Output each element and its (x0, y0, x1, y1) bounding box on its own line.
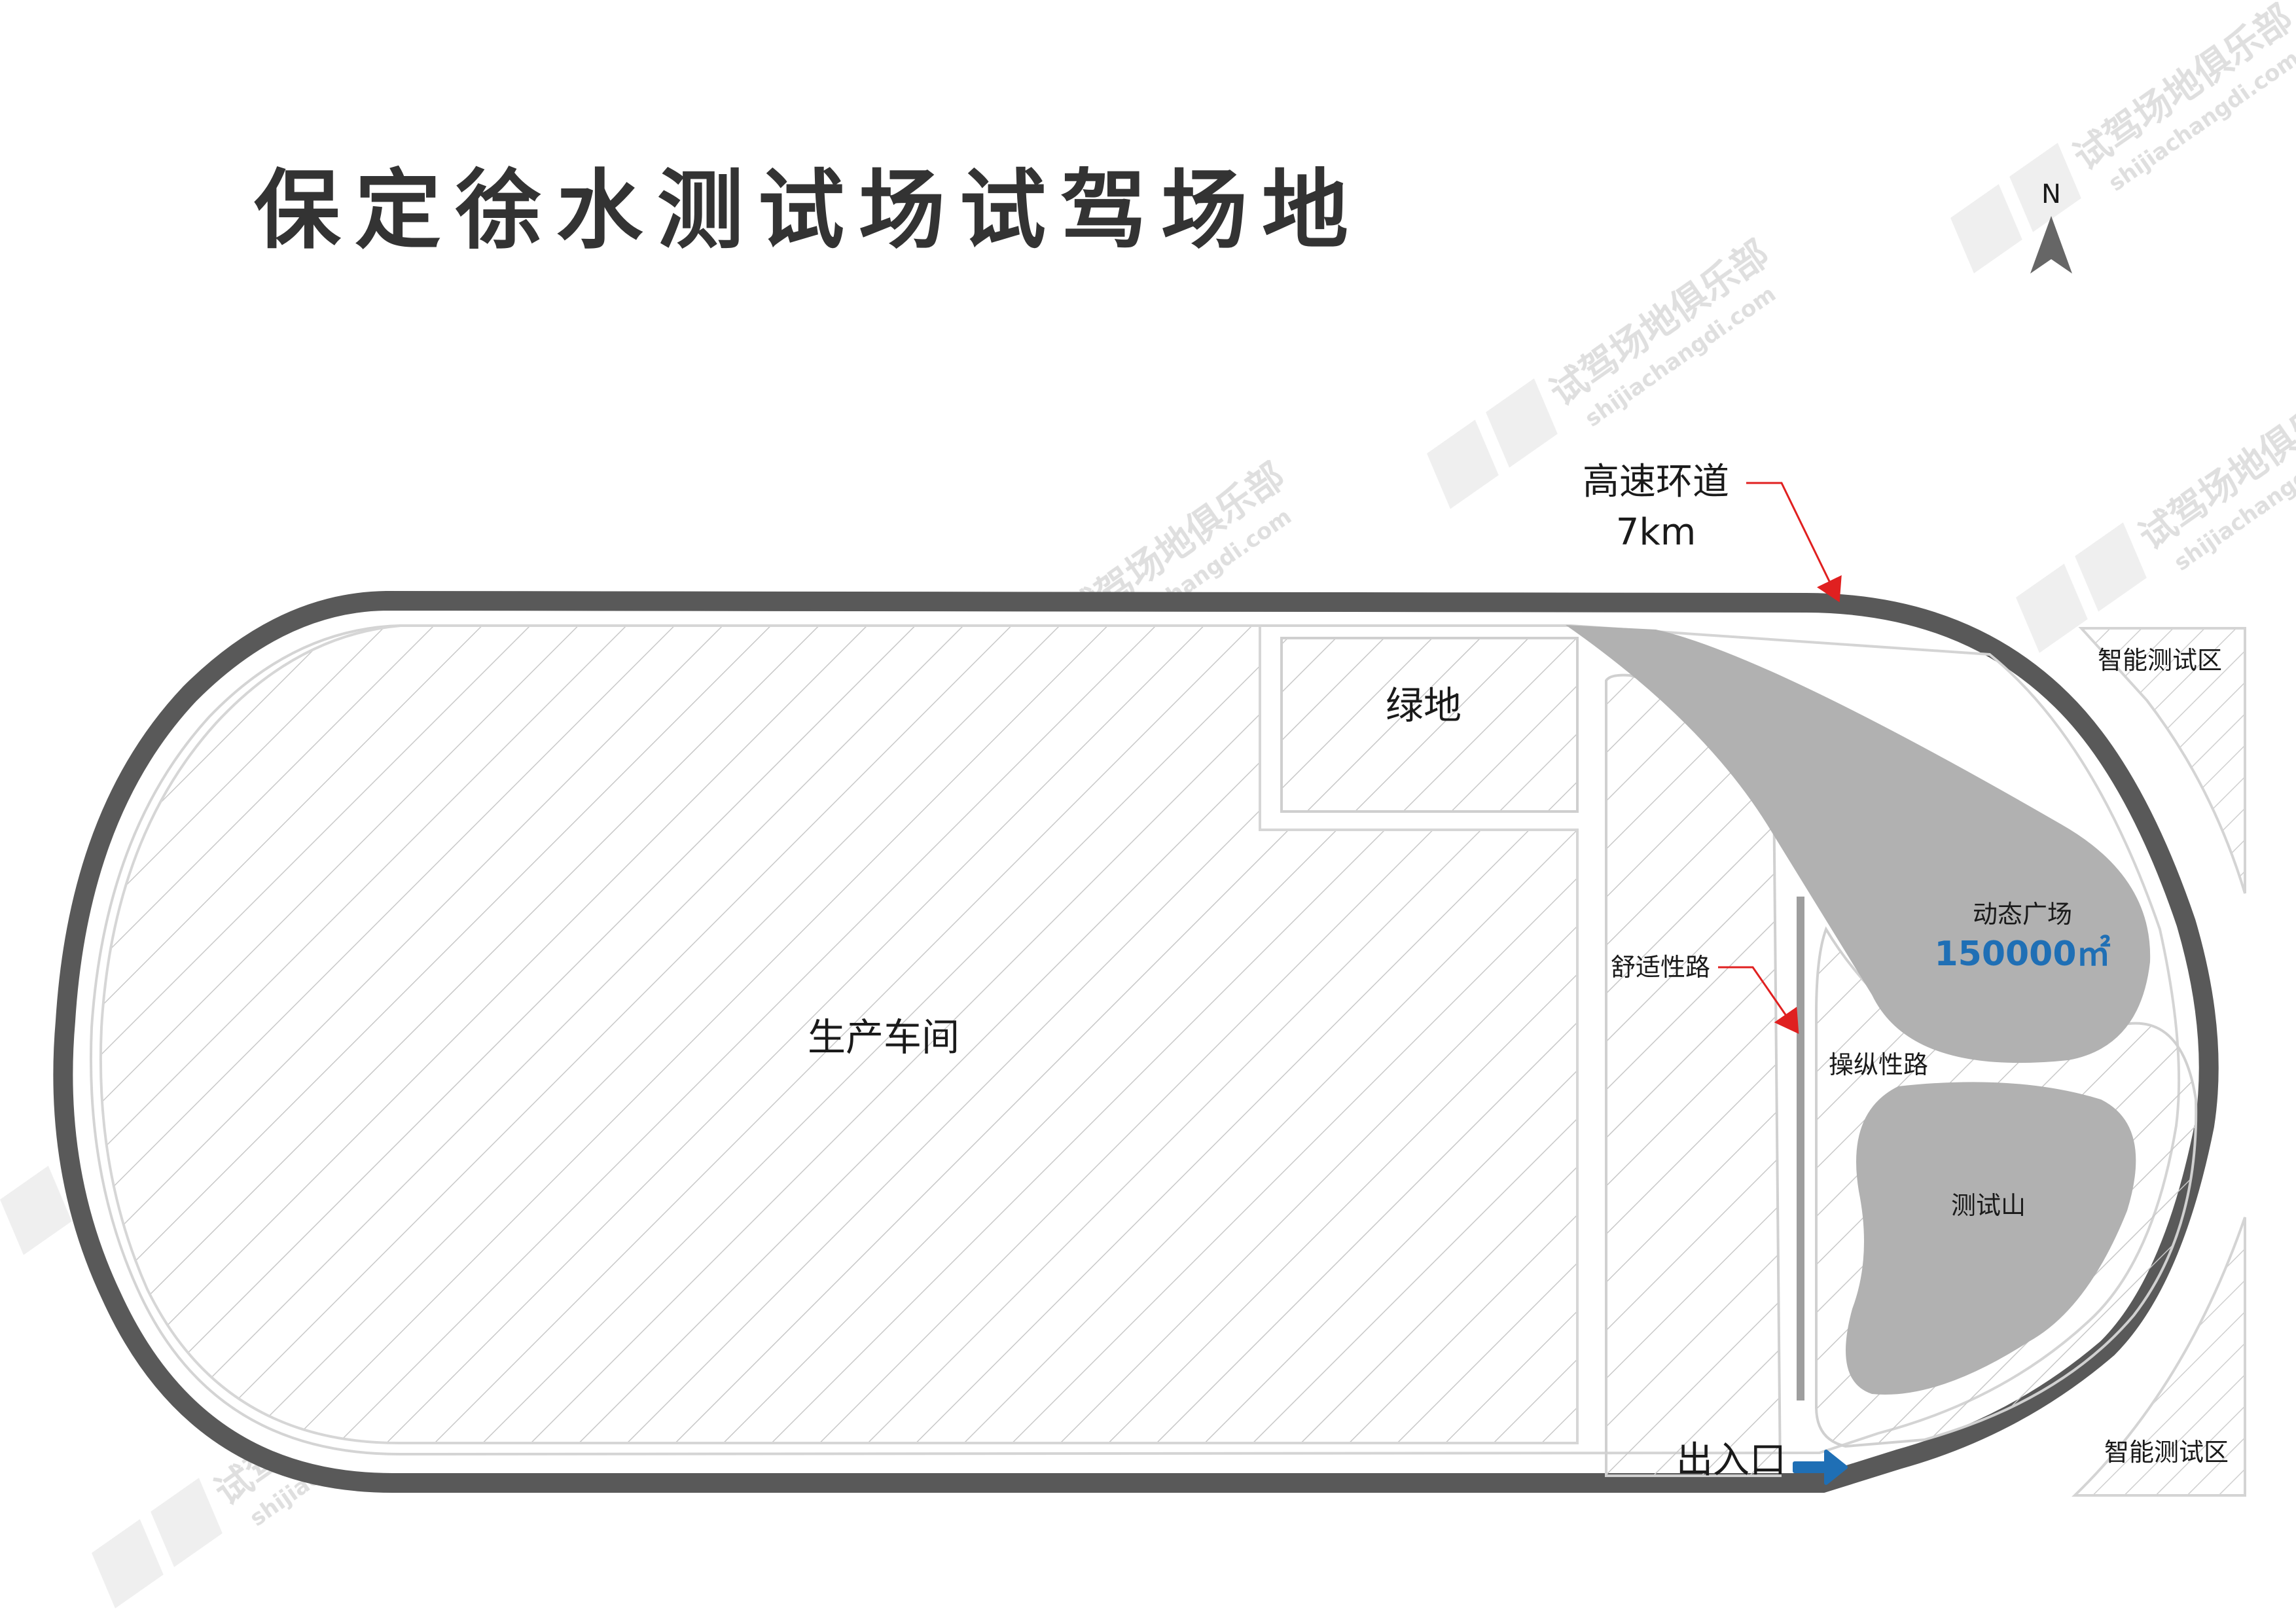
comfort-road-label: 舒适性路 (1611, 953, 1710, 982)
dynamic-plaza-label: 动态广场 (1973, 900, 2072, 929)
smart-test-zone-top (2078, 627, 2246, 894)
comfort-road-pointer (1718, 966, 1799, 1034)
inner-field-outline (89, 624, 2181, 1456)
arrow-right-icon (1793, 1450, 1848, 1485)
greenland-label: 绿地 (1386, 683, 1462, 728)
north-arrow-icon (2030, 216, 2072, 274)
workshop-label: 生产车间 (808, 1015, 960, 1060)
track-pointer (1746, 482, 1842, 603)
compass-label: N (2041, 179, 2061, 209)
smart-test-zone-top-label: 智能测试区 (2098, 646, 2222, 675)
production-workshop-area (99, 624, 1579, 1444)
compass: N (2030, 179, 2072, 274)
track-length-label: 7km (1616, 511, 1696, 554)
dynamic-plaza-area-value: 150000㎡ (1934, 935, 2110, 974)
dynamic-plaza-area (1566, 625, 2151, 1063)
track-name-label: 高速环道 (1583, 461, 1729, 503)
test-hill-area (1846, 1082, 2136, 1395)
handling-road-label: 操纵性路 (1829, 1050, 1928, 1079)
greenland-area (1280, 637, 1579, 813)
smart-test-zone-bottom (2072, 1217, 2246, 1497)
test-hill-label: 测试山 (1951, 1191, 2026, 1220)
smart-test-zone-bottom-label: 智能测试区 (2104, 1438, 2229, 1467)
page-title: 保定徐水测试场试驾场地 (254, 160, 1363, 261)
entrance-label: 出入口 (1676, 1439, 1786, 1482)
